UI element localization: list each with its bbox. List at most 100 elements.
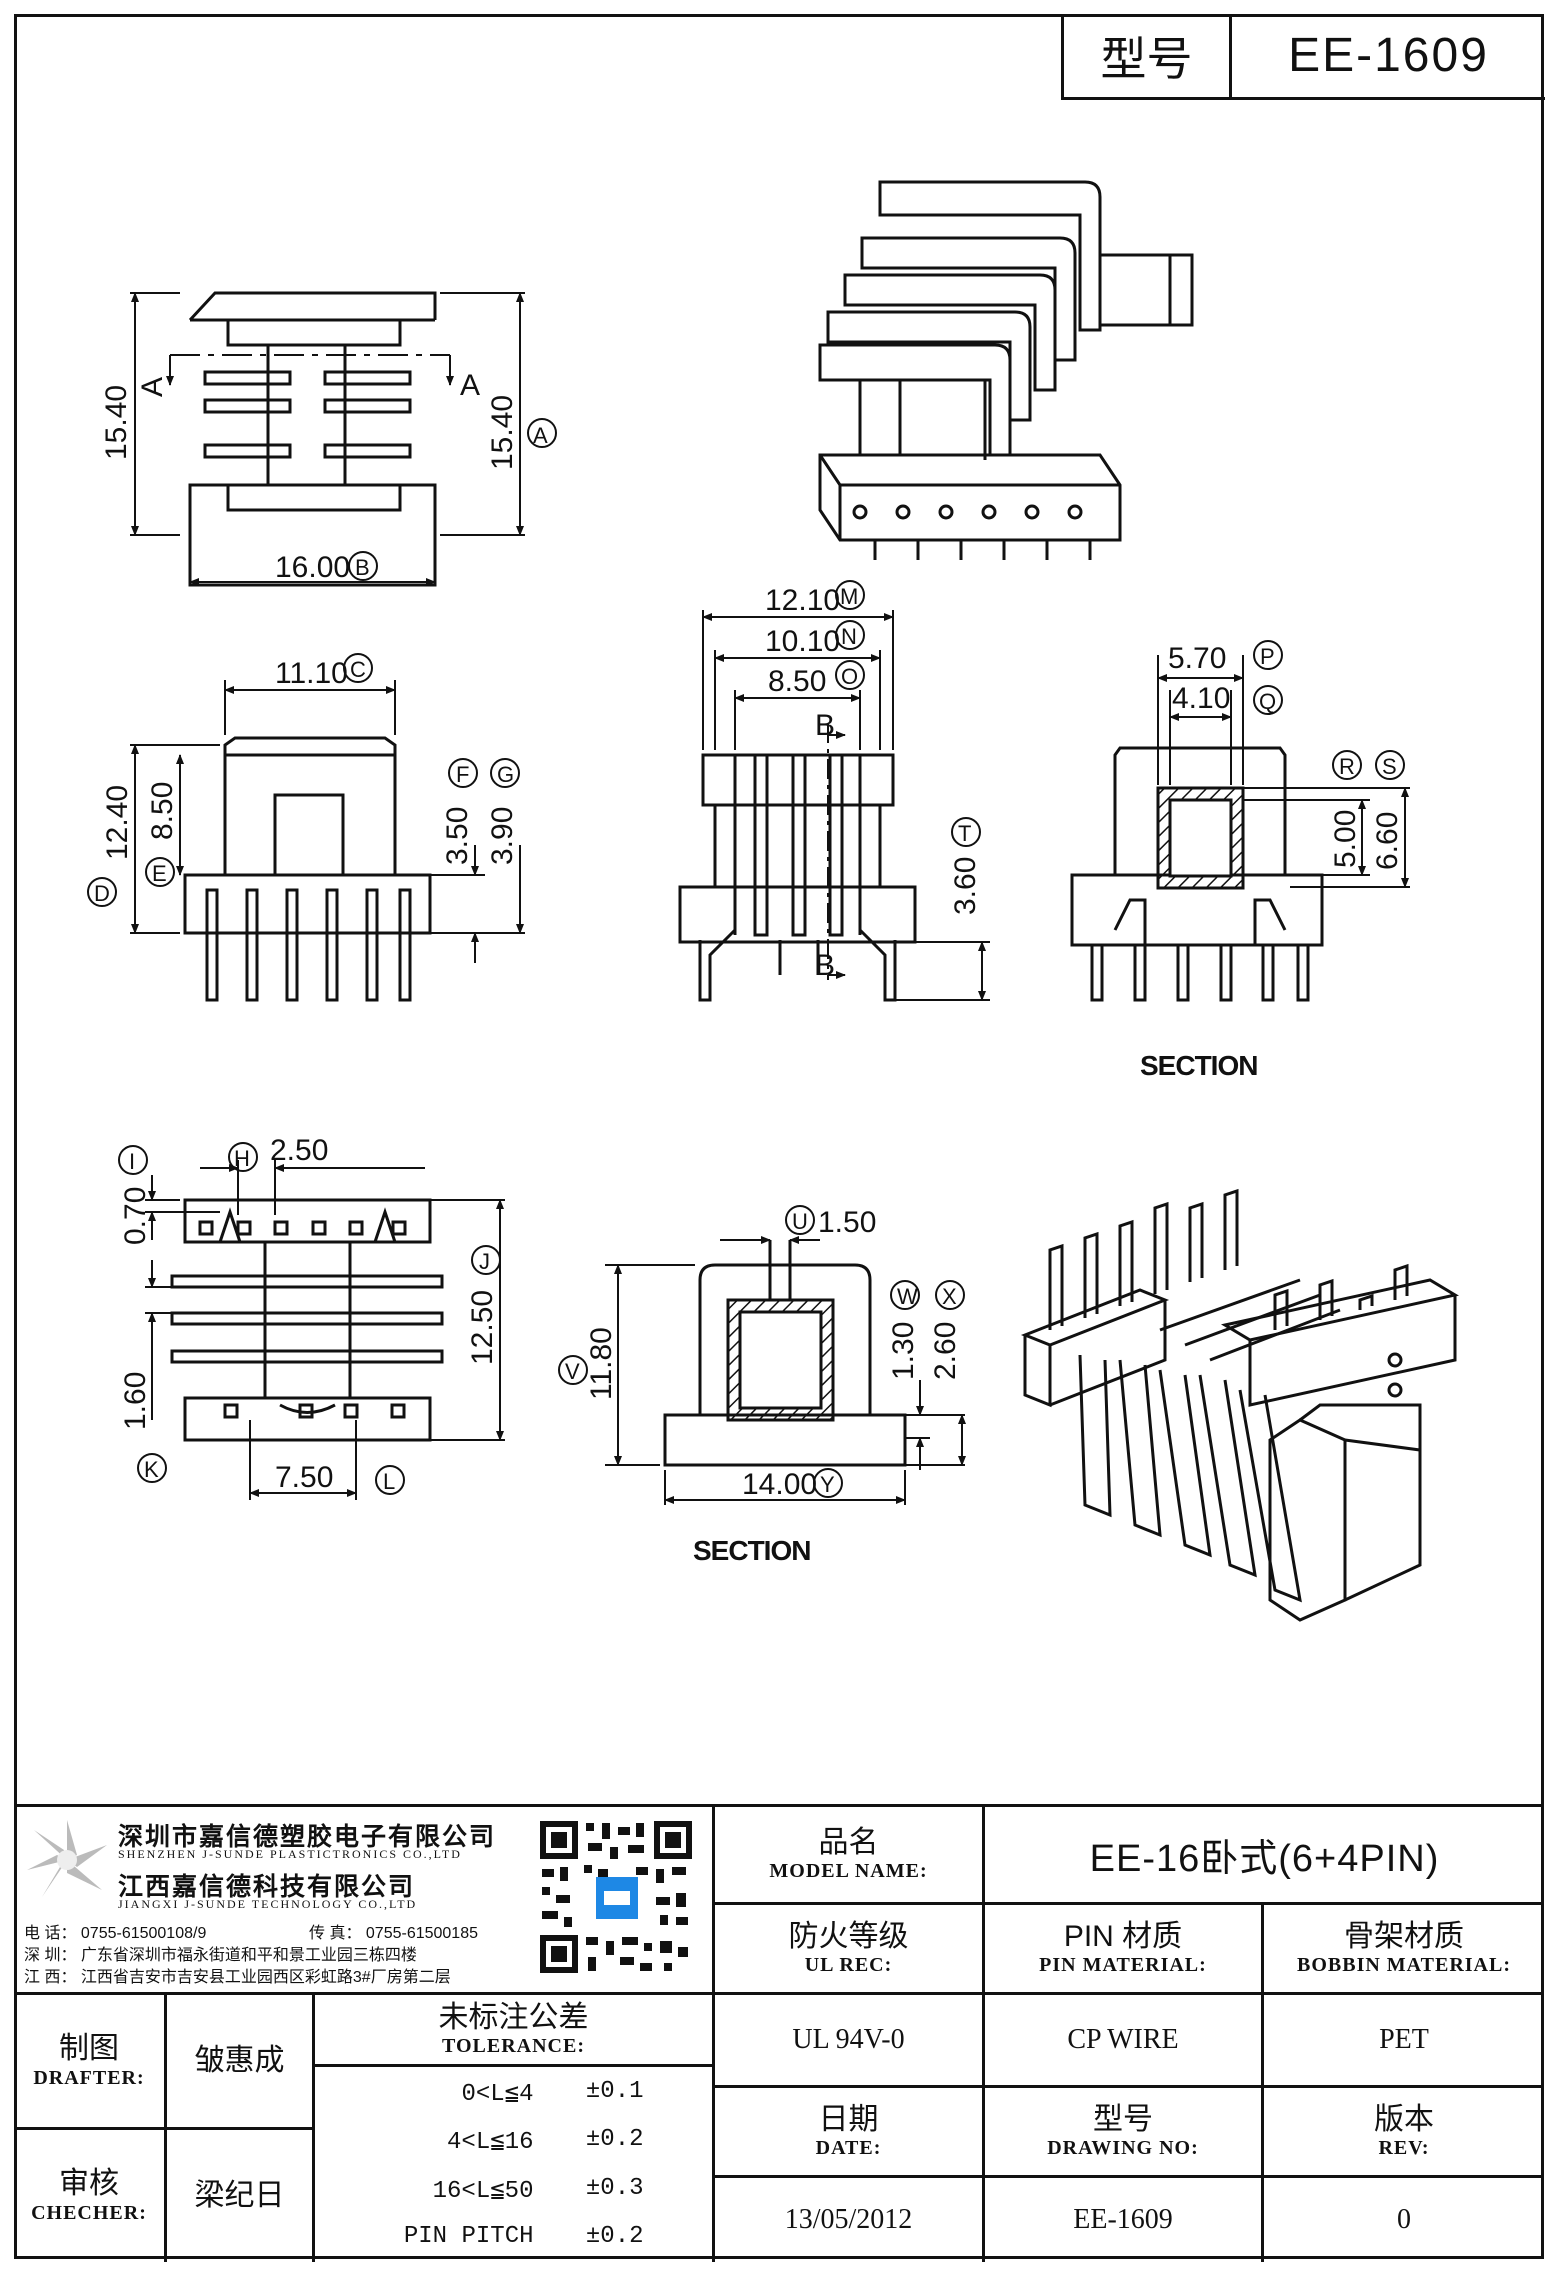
- bobbin-value: PET: [1379, 2024, 1429, 2055]
- dim-sec2-slot: 1.50: [818, 1206, 876, 1239]
- callout-l: L: [383, 1469, 395, 1494]
- callout-f: F: [456, 762, 469, 787]
- callout-b: B: [355, 555, 370, 580]
- callout-k: K: [144, 1457, 159, 1482]
- tolerance-zh: 未标注公差: [438, 2000, 589, 2034]
- callout-r: R: [1339, 754, 1355, 779]
- dim-top-width: 16.00: [275, 551, 350, 584]
- callout-n: N: [841, 624, 857, 649]
- callout-i: I: [129, 1149, 135, 1174]
- divider: [982, 1807, 985, 2262]
- callout-h: H: [234, 1146, 250, 1171]
- dim-side-h: 3.60: [949, 857, 982, 915]
- dim-sec2-h2: 1.30: [887, 1322, 920, 1380]
- rev-en: REV:: [1378, 2137, 1430, 2160]
- company-name-shenzhen: 深圳市嘉信德塑胶电子有限公司: [118, 1823, 497, 1851]
- dim-bottom-pitch: 2.50: [270, 1134, 328, 1167]
- tolerance-row: 4<L≦16 ±0.2: [384, 2126, 644, 2156]
- divider: [712, 2085, 1544, 2088]
- drafter-en: DRAFTER:: [33, 2066, 145, 2089]
- tolerance-value: ±0.3: [585, 2174, 644, 2202]
- ul-header: 防火等级 UL REC:: [715, 1905, 982, 1992]
- callout-m: M: [840, 584, 858, 609]
- drawing-no-value-cell: EE-1609: [985, 2178, 1261, 2262]
- callout-s: S: [1382, 754, 1397, 779]
- section-mark-a-left: A: [136, 377, 169, 397]
- pin-value: CP WIRE: [1067, 2024, 1179, 2055]
- qr-code-icon: [536, 1817, 696, 1977]
- date-value: 13/05/2012: [784, 2204, 913, 2235]
- tolerance-table: 0<L≦4 ±0.1 4<L≦16 ±0.2 16<L≦50 ±0.3 PIN …: [315, 2069, 712, 2259]
- callout-p: P: [1260, 644, 1275, 669]
- checker-zh: 审核: [59, 2167, 119, 2201]
- callout-y: Y: [820, 1472, 835, 1497]
- model-name-header: 品名 MODEL NAME:: [715, 1807, 982, 1902]
- divider: [14, 2127, 312, 2130]
- dim-sec2-h3: 2.60: [929, 1322, 962, 1380]
- checker-header: 审核 CHECHER:: [14, 2130, 164, 2262]
- dim-side-w3: 8.50: [768, 665, 826, 698]
- divider: [312, 1992, 315, 2262]
- callout-c: C: [350, 657, 366, 682]
- pin-value-cell: CP WIRE: [985, 1995, 1261, 2085]
- company-name-jiangxi: 江西嘉信德科技有限公司: [118, 1873, 416, 1901]
- model-label: 型号: [1064, 14, 1232, 97]
- section-label-1: SECTION: [1140, 1050, 1257, 1081]
- model-name-zh: 品名: [818, 1825, 879, 1859]
- dim-sec2-width: 14.00: [742, 1468, 817, 1501]
- rev-value-cell: 0: [1264, 2178, 1544, 2262]
- tolerance-range: 0<L≦4: [461, 2081, 534, 2109]
- company-address-shenzhen: 深 圳： 广东省深圳市福永街道和平和景工业园三栋四楼: [24, 1947, 417, 1964]
- drawing-no-header: 型号 DRAWING NO:: [985, 2088, 1261, 2175]
- model-name-en: MODEL NAME:: [769, 1860, 928, 1883]
- bobbin-value-cell: PET: [1264, 1995, 1544, 2085]
- section-view-2: 1.50 U 11.80 V 1.30 W 2.60 X 14.00 Y SEC…: [558, 1205, 966, 1566]
- side-view: B B 12.10 M 10.10 N 8.50 O 3.60 T: [678, 580, 990, 1002]
- tolerance-value: ±0.2: [585, 2126, 644, 2154]
- company-address-jiangxi: 江 西： 江西省吉安市吉安县工业园西区彩虹路3#厂房第二层: [24, 1969, 451, 1986]
- callout-o: O: [841, 664, 858, 689]
- dim-bottom-wall: 1.60: [119, 1372, 152, 1430]
- drafter-value: 皱惠成: [194, 2043, 285, 2077]
- divider: [312, 2064, 712, 2067]
- drafter-value-cell: 皱惠成: [167, 1995, 312, 2127]
- tolerance-row: PIN PITCH ±0.2: [384, 2223, 644, 2250]
- checker-value: 梁纪日: [194, 2178, 285, 2212]
- divider: [712, 2175, 1544, 2178]
- checker-en: CHECHER:: [31, 2201, 147, 2224]
- callout-x: X: [942, 1284, 957, 1309]
- isometric-view-top: [818, 180, 1194, 560]
- divider: [712, 1902, 1544, 1905]
- drawing-sheet-border: [14, 14, 1544, 2259]
- pin-zh: PIN 材质: [1063, 1919, 1183, 1953]
- company-fax: 传 真： 0755-61500185: [309, 1925, 479, 1942]
- section-mark-a-right: A: [460, 369, 480, 402]
- dim-bottom-height: 12.50: [466, 1290, 499, 1365]
- dim-front-width: 11.10: [275, 657, 348, 690]
- tolerance-row: 0<L≦4 ±0.1: [384, 2078, 643, 2109]
- ul-zh: 防火等级: [788, 1919, 909, 1953]
- date-zh: 日期: [818, 2102, 879, 2136]
- dim-front-pin-height: 3.90: [486, 807, 519, 865]
- dim-side-w1: 12.10: [765, 584, 840, 617]
- callout-e: E: [152, 861, 167, 886]
- callout-g: G: [497, 762, 514, 787]
- callout-a: A: [533, 423, 548, 448]
- drawing-no-value: EE-1609: [1073, 2204, 1173, 2235]
- callout-u: U: [792, 1209, 808, 1234]
- tolerance-range: 16<L≦50: [432, 2177, 534, 2205]
- callout-d: D: [94, 881, 110, 906]
- dim-bottom-flange: 0.70: [119, 1187, 152, 1245]
- divider: [14, 1992, 712, 1995]
- tolerance-value: ±0.2: [585, 2222, 644, 2250]
- section-label-2: SECTION: [693, 1535, 810, 1566]
- divider: [712, 1807, 715, 2262]
- divider: [1261, 1902, 1264, 2262]
- company-name-jiangxi-en: JIANGXI J-SUNDE TECHNOLOGY CO.,LTD: [118, 1897, 418, 1911]
- callout-v: V: [565, 1359, 580, 1384]
- company-phone: 电 话： 0755-61500108/9: [24, 1925, 207, 1942]
- dim-bottom-pin-span: 7.50: [275, 1461, 333, 1494]
- date-en: DATE:: [815, 2137, 882, 2160]
- callout-q: Q: [1259, 689, 1276, 714]
- date-header: 日期 DATE:: [715, 2088, 982, 2175]
